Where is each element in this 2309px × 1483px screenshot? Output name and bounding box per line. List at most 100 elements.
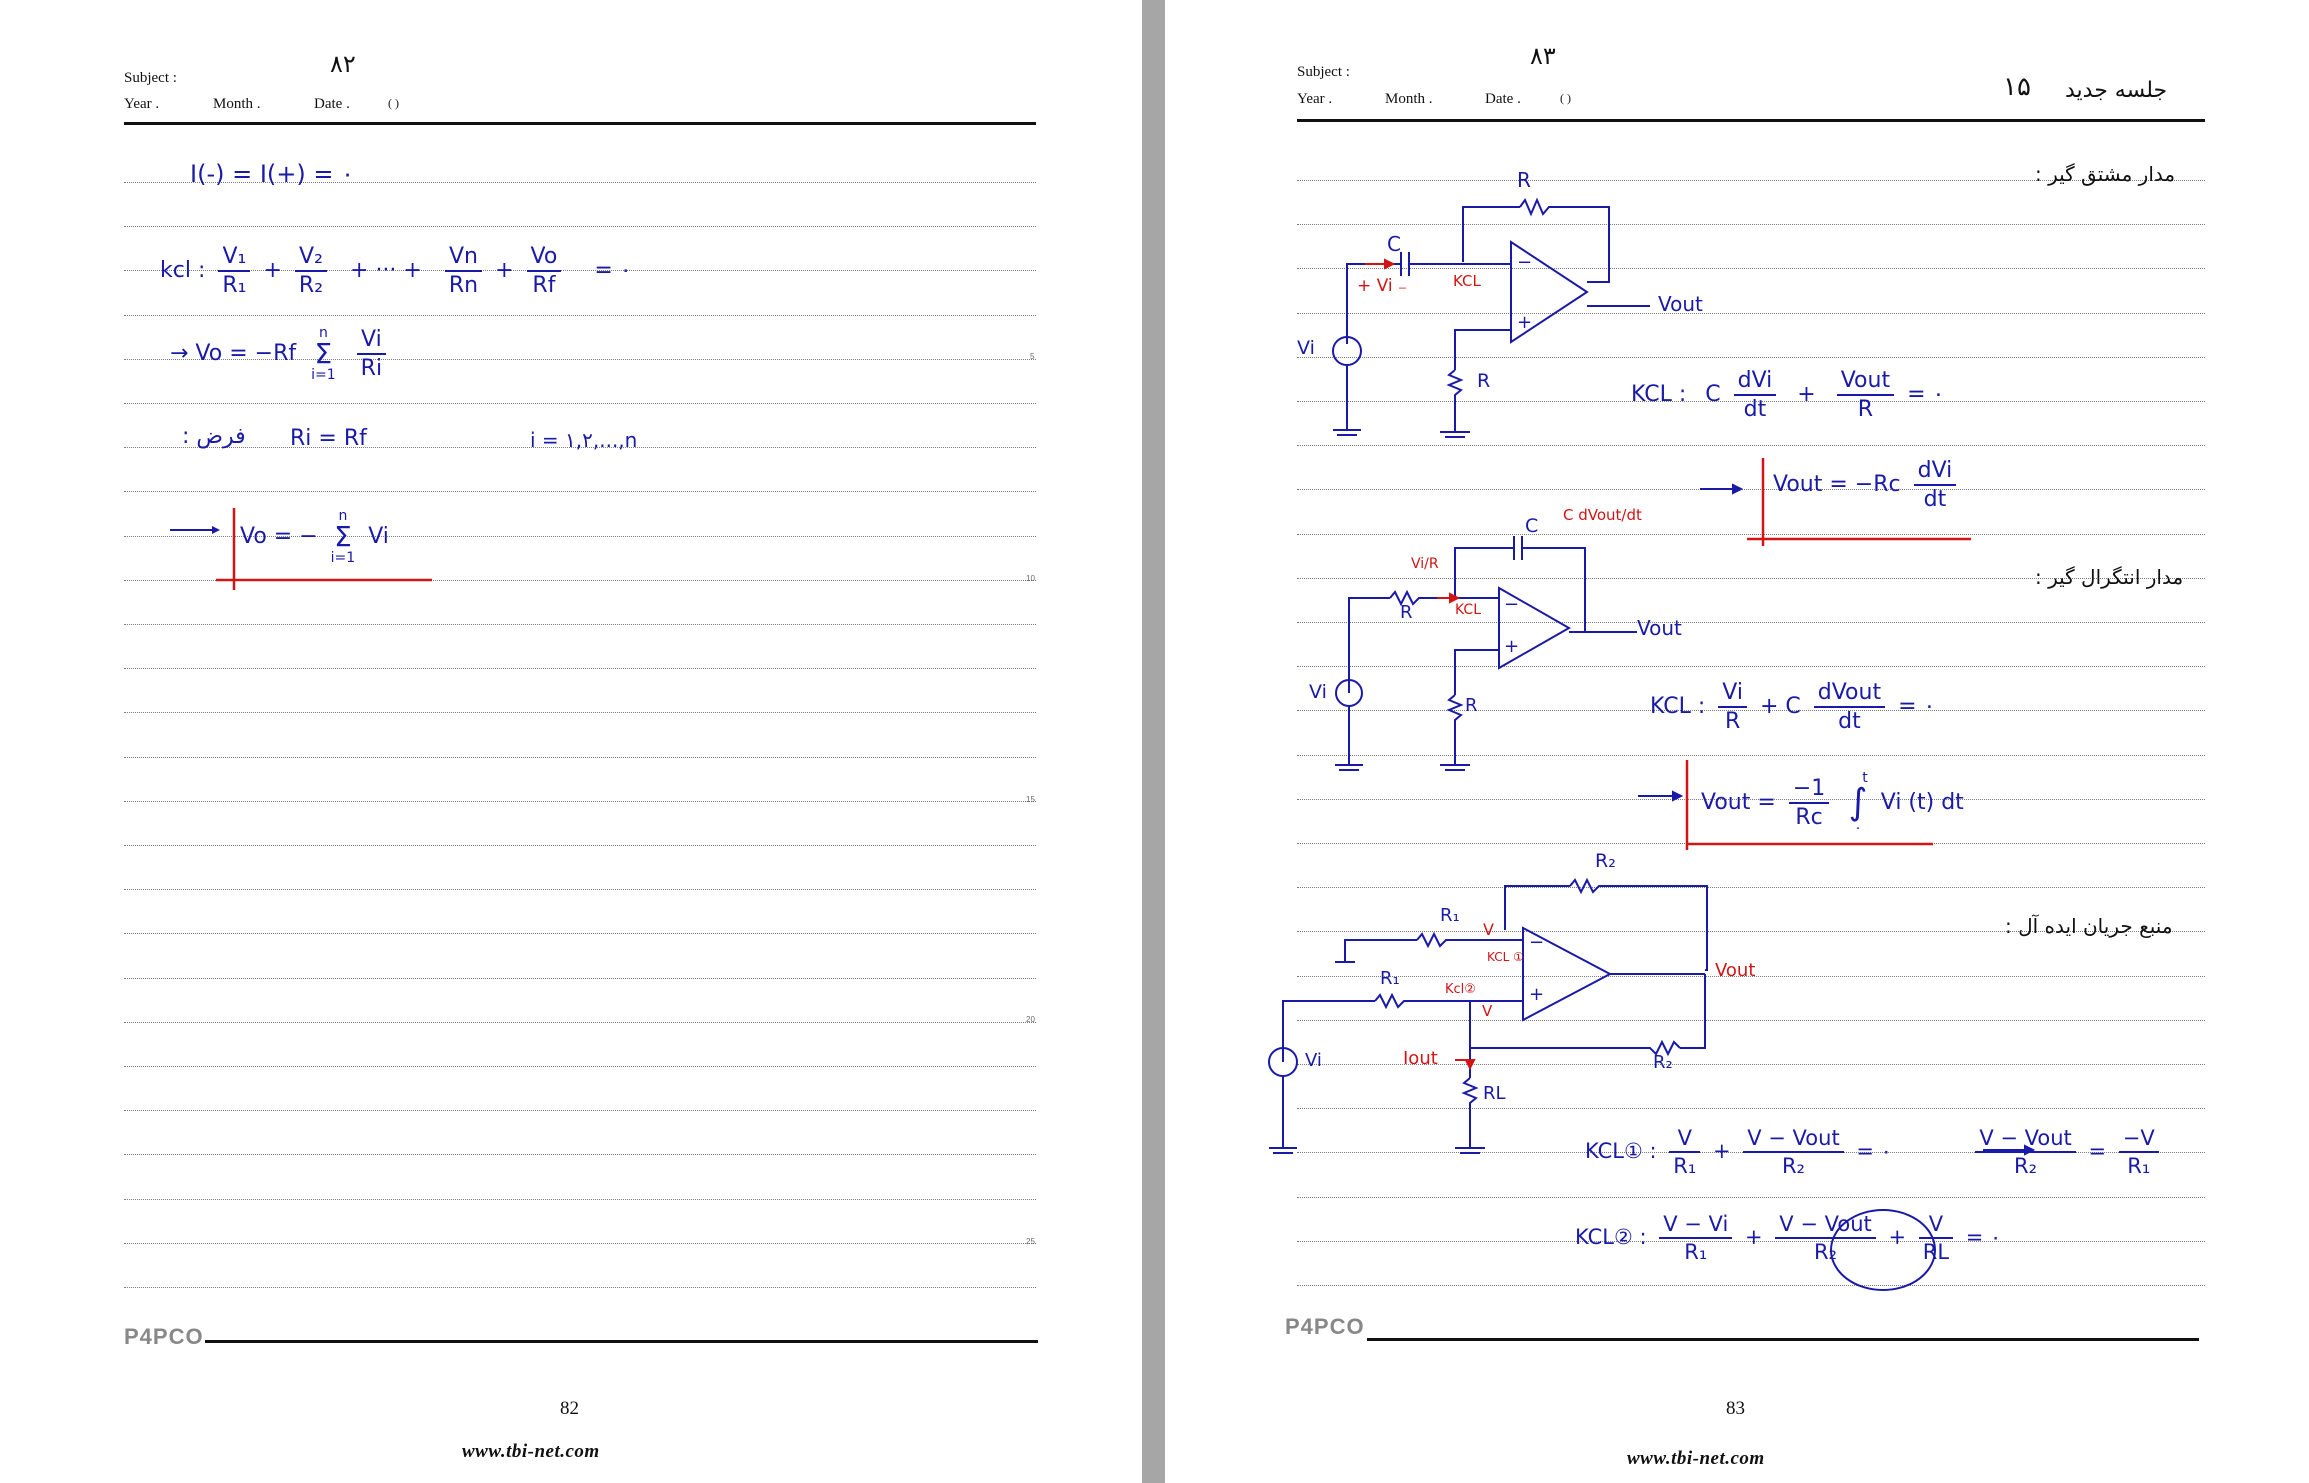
ruled-line — [124, 403, 1036, 404]
page-83: Subject : ۸۳ Year . Month . Date . ( ) ج… — [1165, 0, 2309, 1483]
ruled-line — [124, 889, 1036, 891]
website-link[interactable]: www.tbi-net.com — [462, 1441, 600, 1462]
section-integrator-title: مدار انتگرال گیر : — [2035, 565, 2184, 589]
ruled-line — [1297, 356, 2205, 358]
howland-label-v-bot: V — [1482, 1002, 1493, 1020]
howland-label-vout: Vout — [1715, 960, 1756, 981]
howland-label-vi: Vi — [1305, 1050, 1322, 1071]
ruled-line — [1297, 401, 2205, 402]
howland-label-kcl2: Kcl② — [1445, 982, 1476, 997]
diff-label-kcl: KCL — [1453, 272, 1481, 290]
howland-label-v-top: V — [1483, 920, 1494, 939]
ruled-line — [1297, 445, 2205, 447]
ruled-line — [124, 1110, 1036, 1112]
ruled-line — [124, 1066, 1036, 1067]
session-number: ۱۵ — [2003, 72, 2031, 102]
ruled-line — [1297, 1019, 2205, 1021]
howland-label-r1-top: R₁ — [1440, 905, 1460, 926]
howland-label-rl: RL — [1483, 1083, 1506, 1104]
page-number: 82 — [560, 1398, 579, 1419]
assume-range: i = ۱,۲,...,n — [530, 428, 638, 452]
ruled-line — [124, 535, 1036, 537]
assume-label: فرض : — [182, 424, 246, 449]
ruled-line — [1297, 489, 2205, 491]
ruled-line — [124, 491, 1036, 493]
ruled-line — [1297, 666, 2205, 668]
ruled-line — [124, 1021, 1036, 1023]
header-rule — [124, 122, 1036, 125]
current-arrows — [1365, 258, 1476, 1071]
ruled-line — [1297, 577, 2205, 579]
handwritten-page-number: ۸۳ — [1530, 42, 1556, 70]
ruled-line — [1297, 224, 2205, 226]
final-result-box — [170, 508, 432, 590]
ruled-line — [1297, 622, 2205, 623]
ruled-line — [1297, 533, 2205, 535]
howland-label-plus: + — [1529, 984, 1545, 1005]
howland-label-r2-top: R₂ — [1595, 850, 1616, 872]
ruler-mark: 10 — [1026, 574, 1035, 583]
section-current-source-title: منبع جریان ایده آل : — [2005, 914, 2173, 938]
integ-label-c-dvout: C dVout/dt — [1563, 506, 1642, 524]
ruler-mark: 5 — [1030, 352, 1035, 361]
ruled-line — [1297, 1064, 2205, 1065]
diff-label-c: C — [1387, 232, 1401, 256]
howland-label-iout: Iout — [1403, 1048, 1438, 1069]
handwritten-page-number: ۸۲ — [330, 50, 356, 78]
ruled-line — [124, 977, 1036, 979]
ruled-line — [1297, 1240, 2205, 1242]
ruled-line — [1297, 710, 2205, 712]
ruled-line — [124, 226, 1036, 228]
ruled-line — [1297, 1108, 2205, 1110]
ruled-line — [124, 182, 1036, 183]
howland-label-minus: − — [1529, 932, 1545, 953]
integ-label-kcl: KCL — [1455, 602, 1481, 618]
virtual-short-equation: I(-) = I(+) = ۰ — [190, 160, 355, 188]
ruled-line — [124, 270, 1036, 272]
current-source-circuit — [1268, 877, 1708, 1154]
diff-label-vi-cap: + Vi ₋ — [1357, 276, 1408, 296]
ruled-line — [1297, 268, 2205, 270]
ruler-mark: 20 — [1026, 1015, 1035, 1024]
integ-label-vout: Vout — [1637, 616, 1682, 640]
ruled-line — [1297, 312, 2205, 314]
diff-label-plus: + — [1517, 312, 1533, 333]
footer-rule — [205, 1340, 1038, 1343]
ruled-line — [1297, 931, 2205, 933]
website-link[interactable]: www.tbi-net.com — [1627, 1448, 1765, 1469]
ruled-line — [1297, 887, 2205, 889]
month-label: Month . — [1385, 91, 1433, 107]
subject-label: Subject : — [124, 70, 177, 86]
ruler-mark: 15 — [1026, 795, 1035, 804]
ruled-line — [124, 756, 1036, 758]
ruled-line — [124, 800, 1036, 802]
ruled-line — [124, 1287, 1036, 1288]
header-rule — [1297, 119, 2205, 122]
final-result: Vo = − n Σ i=1 Vi — [240, 508, 389, 566]
ruled-line — [124, 668, 1036, 670]
howland-label-kcl1: KCL ① — [1487, 950, 1524, 964]
ruled-line — [124, 712, 1036, 714]
integ-label-vi: Vi — [1309, 681, 1327, 703]
year-label: Year . — [1297, 91, 1333, 107]
ruled-line — [124, 1154, 1036, 1156]
ruled-line — [1297, 1285, 2205, 1286]
ruled-line — [1297, 1196, 2205, 1198]
integ-label-c: C — [1525, 515, 1539, 537]
ruled-line — [1297, 798, 2205, 800]
integ-label-r-bot: R — [1465, 695, 1478, 716]
integ-label-vi-r: Vi/R — [1411, 556, 1439, 572]
page-number: 83 — [1726, 1398, 1745, 1419]
year-label: Year . — [124, 96, 160, 112]
integ-label-plus: + — [1504, 636, 1520, 657]
ruled-line — [1297, 975, 2205, 977]
diff-label-vout: Vout — [1658, 292, 1703, 316]
date-label: Date . — [1485, 91, 1521, 107]
